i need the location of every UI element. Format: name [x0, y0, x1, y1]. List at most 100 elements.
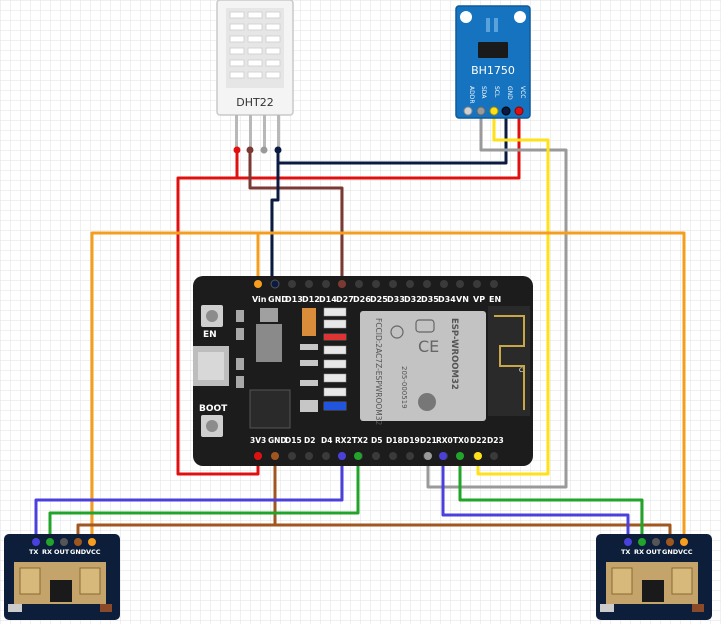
- bh1750-pin-vcc: VCC: [519, 86, 526, 98]
- right-sensor-pin-gnd: GND: [662, 548, 679, 556]
- right-sensor-pin-vcc: VCC: [678, 548, 693, 556]
- esp32-d22-pin[interactable]: [424, 452, 432, 460]
- wires: [34, 109, 686, 542]
- bh1750-scl-pin[interactable]: [476, 106, 486, 116]
- esp32-bottom-label: 3V3: [250, 436, 266, 445]
- module-cert-text: 205-000519: [400, 366, 408, 409]
- bh1750-addr-pin[interactable]: [463, 106, 473, 116]
- bh1750-label: BH1750: [471, 64, 515, 77]
- esp32-top-label: D35: [421, 295, 439, 304]
- esp32-bottom-label: D5: [371, 436, 382, 445]
- esp32-top-label: EN: [489, 295, 501, 304]
- esp32-d21-pin[interactable]: [474, 452, 482, 460]
- esp32-bottom-label: RX0: [436, 436, 453, 445]
- esp32-tx0-pin[interactable]: [456, 452, 464, 460]
- esp32-bottom-label: D19: [403, 436, 420, 445]
- bh1750-gnd-pin[interactable]: [501, 106, 511, 116]
- esp32-bottom-label: D4: [321, 436, 332, 445]
- bh1750-vcc-pin[interactable]: [514, 106, 524, 116]
- esp32-top-label: D26: [353, 295, 371, 304]
- esp32-bottom-label: D18: [386, 436, 403, 445]
- wire-gnd-drop: [270, 161, 280, 286]
- esp32-top-header: [254, 280, 498, 288]
- wire-left-rx: [48, 454, 360, 542]
- right-sensor-rx-pin[interactable]: [638, 538, 646, 546]
- esp32-gnd-bottom-pin[interactable]: [271, 452, 279, 460]
- wire-bh-vcc: [235, 109, 521, 180]
- esp32-bottom-label: TX0: [453, 436, 469, 445]
- esp32-bottom-label: D22: [470, 436, 487, 445]
- esp32-gnd-top-pin[interactable]: [270, 279, 280, 289]
- esp32-top-label: VP: [473, 295, 485, 304]
- wire-bh-scl: [426, 109, 568, 489]
- esp32-bottom-label: TX2: [352, 436, 368, 445]
- bh1750-pin-scl: SCL: [493, 86, 500, 98]
- right-sensor-out-pin[interactable]: [652, 538, 660, 546]
- right-sensor-vcc-pin[interactable]: [680, 538, 688, 546]
- wire-vcc-rail: [90, 231, 686, 542]
- wire-dht-data: [248, 148, 344, 286]
- module-name-text: ESP-WROOM32: [449, 318, 459, 390]
- left-sensor-pin-gnd: GND: [70, 548, 87, 556]
- esp32-top-label: GND: [268, 295, 288, 304]
- left-sensor-tx-pin[interactable]: [32, 538, 40, 546]
- usb-uart-chip: [249, 389, 291, 429]
- esp32-board[interactable]: Vin GND D13 D12 D14 D27 D26 D25 D33 D32 …: [193, 276, 533, 466]
- module-antenna-label: C: [519, 367, 523, 374]
- esp32-top-label: D27: [336, 295, 354, 304]
- dht22-vcc-pin[interactable]: [233, 146, 241, 154]
- left-sensor-pin-out: OUT: [54, 548, 70, 556]
- right-sensor-tx-pin[interactable]: [624, 538, 632, 546]
- wire-gnd-rail: [76, 454, 277, 542]
- module-fccid-text: FCCID:2AC7Z-ESPWROOM32: [374, 318, 383, 425]
- ce-mark-icon: CE: [418, 337, 439, 356]
- left-sensor-rx-pin[interactable]: [46, 538, 54, 546]
- dht22-label: DHT22: [236, 96, 273, 109]
- dht22-sensor[interactable]: DHT22: [216, 0, 294, 154]
- esp32-bottom-label: RX2: [335, 436, 352, 445]
- left-sensor-pin-vcc: VCC: [86, 548, 101, 556]
- wire-dht-vcc: [176, 148, 260, 476]
- espressif-logo-icon: [418, 393, 436, 411]
- power-led: [324, 334, 346, 340]
- esp32-top-label: Vin: [252, 295, 267, 304]
- voltage-regulator: [256, 324, 282, 362]
- dht22-nc-pin[interactable]: [260, 146, 268, 154]
- right-radar-sensor[interactable]: TX RX OUT GND VCC: [596, 534, 712, 620]
- esp32-bottom-labels: 3V3 GND D15 D2 D4 RX2 TX2 D5 D18 D19 D21…: [250, 436, 504, 445]
- right-sensor-gnd-pin[interactable]: [666, 538, 674, 546]
- right-sensor-pin-tx: TX: [621, 548, 630, 556]
- esp32-vin-pin[interactable]: [254, 280, 262, 288]
- en-button-label: EN: [203, 330, 217, 340]
- esp32-tx2-pin[interactable]: [354, 452, 362, 460]
- esp32-top-label: D14: [319, 295, 337, 304]
- esp32-d27-pin[interactable]: [338, 280, 346, 288]
- wire-right-rx: [458, 454, 644, 542]
- left-sensor-out-pin[interactable]: [60, 538, 68, 546]
- esp32-top-label: D25: [370, 295, 388, 304]
- left-radar-sensor[interactable]: TX RX OUT GND VCC: [4, 534, 120, 620]
- esp32-top-label: D12: [302, 295, 320, 304]
- esp32-top-label: D32: [404, 295, 422, 304]
- capacitor: [302, 308, 316, 336]
- bh1750-sensor[interactable]: BH1750 ADDR SDA SCL GND VCC: [455, 5, 531, 119]
- status-led: [324, 402, 346, 410]
- esp32-rx2-pin[interactable]: [338, 452, 346, 460]
- left-sensor-vcc-pin[interactable]: [88, 538, 96, 546]
- esp32-3v3-pin[interactable]: [254, 452, 262, 460]
- esp32-top-label: D33: [387, 295, 405, 304]
- left-sensor-gnd-pin[interactable]: [74, 538, 82, 546]
- esp32-rx0-pin[interactable]: [439, 452, 447, 460]
- wire-bh-sda: [476, 109, 550, 476]
- bh1750-sda-pin[interactable]: [489, 106, 499, 116]
- wire-left-tx: [34, 454, 344, 542]
- bh1750-pin-gnd: GND: [506, 86, 513, 100]
- dht22-gnd-pin[interactable]: [274, 146, 282, 154]
- right-sensor-pin-out: OUT: [646, 548, 662, 556]
- dht22-data-pin[interactable]: [246, 146, 254, 154]
- esp32-top-labels: Vin GND D13 D12 D14 D27 D26 D25 D33 D32 …: [252, 295, 501, 304]
- esp32-bottom-label: D15: [285, 436, 302, 445]
- right-sensor-pin-rx: RX: [634, 548, 644, 556]
